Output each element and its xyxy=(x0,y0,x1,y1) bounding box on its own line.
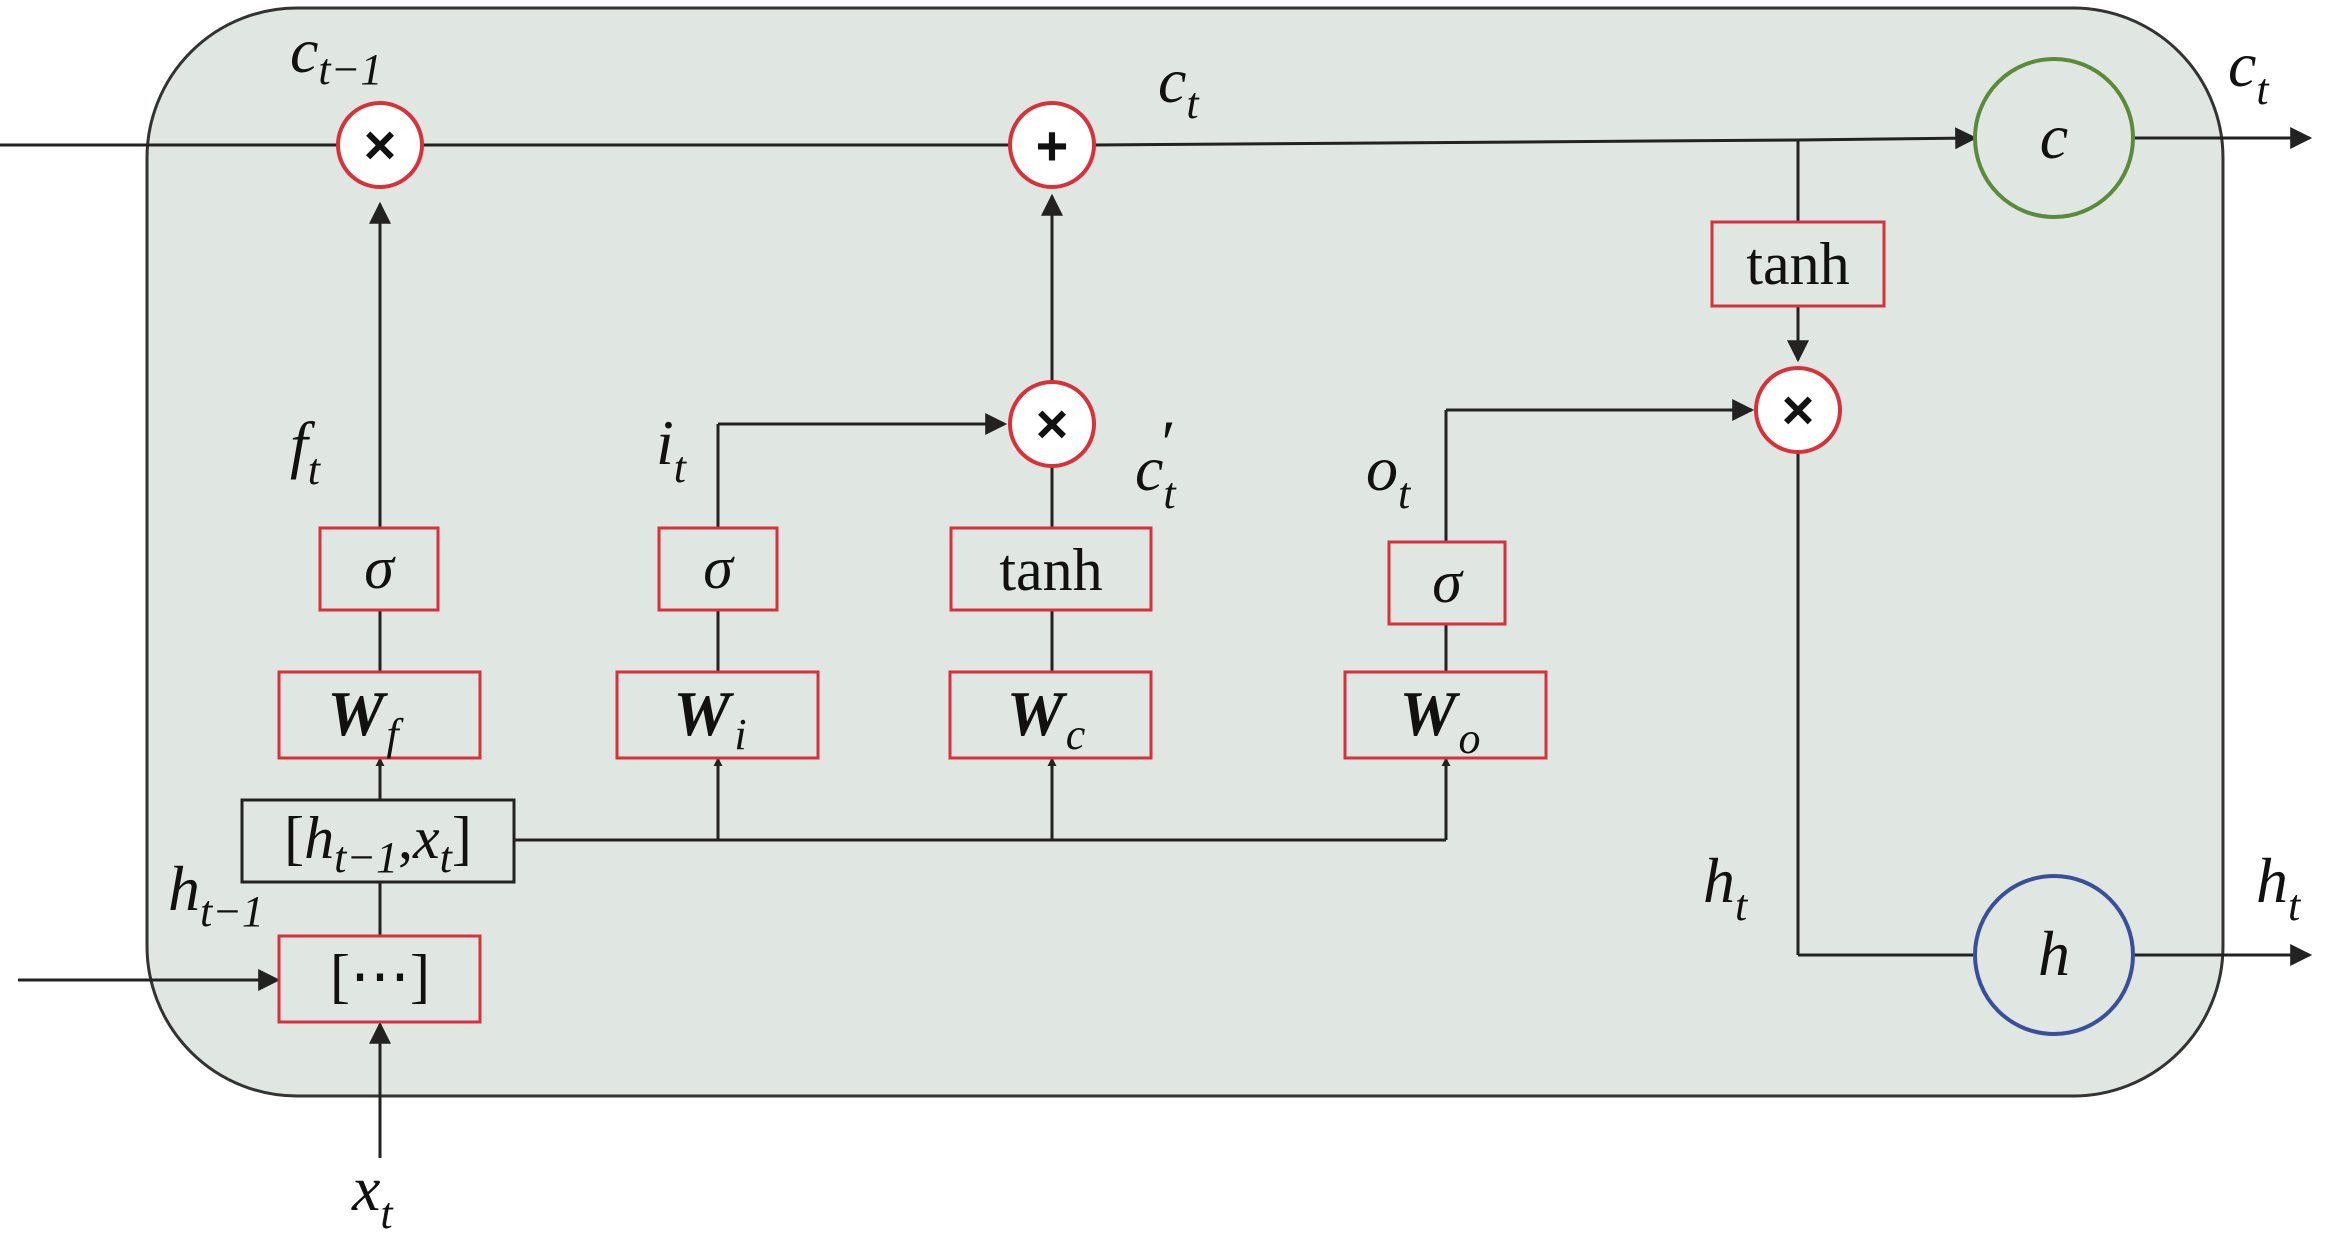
weight-forget-box: Wf xyxy=(277,670,482,760)
weight-input-box: Wi xyxy=(615,670,820,760)
add-icon: + xyxy=(1036,114,1069,177)
lstm-cell-body xyxy=(145,6,2225,1098)
cell-state-node: c xyxy=(1973,57,2135,219)
label-h-t-out: ht xyxy=(2256,845,2302,930)
label-c-t-top: ct xyxy=(1158,45,1200,128)
svg-text:Wi: Wi xyxy=(673,678,746,759)
label-h-t-inner: ht xyxy=(1703,845,1749,930)
svg-text:[ht−1,xt]: [ht−1,xt] xyxy=(284,805,472,882)
tanh-candidate-box: tanh xyxy=(949,526,1153,612)
svg-text:Wc: Wc xyxy=(1007,678,1086,759)
concat-state-box: [ht−1,xt] xyxy=(240,798,516,884)
weight-output-box: Wo xyxy=(1343,670,1548,763)
multiply-icon: × xyxy=(364,113,397,176)
svg-text:h: h xyxy=(2038,918,2070,989)
label-c-t-prime: ct′ xyxy=(1135,407,1177,518)
sigma-output-box: σ xyxy=(1387,540,1507,626)
tanh-output-box: tanh xyxy=(1710,220,1886,308)
cell-state-line-2 xyxy=(1093,138,1799,147)
svg-text:σ: σ xyxy=(1432,549,1464,615)
svg-text:c: c xyxy=(2040,101,2068,172)
sigma-input-box: σ xyxy=(657,526,779,612)
weight-candidate-box: Wc xyxy=(948,670,1153,760)
svg-text:[⋯]: [⋯] xyxy=(330,943,430,1009)
output-multiply-node: × xyxy=(1754,366,1842,454)
label-i-t: it xyxy=(656,407,688,492)
svg-text:σ: σ xyxy=(703,535,735,601)
multiply-icon: × xyxy=(1036,392,1069,455)
sigma-forget-box: σ xyxy=(318,526,440,612)
svg-text:tanh: tanh xyxy=(1746,231,1849,297)
concat-input-box: [⋯] xyxy=(277,934,482,1024)
cell-state-line-3 xyxy=(1797,127,1978,150)
cell-add-node: + xyxy=(1008,101,1096,189)
forget-multiply-node: × xyxy=(336,101,424,189)
label-x-t: xt xyxy=(351,1153,394,1238)
label-h-prev: ht−1 xyxy=(168,853,264,936)
svg-text:Wo: Wo xyxy=(1400,678,1481,763)
svg-text:σ: σ xyxy=(364,535,396,601)
label-c-prev: ct−1 xyxy=(290,15,382,94)
input-multiply-node: × xyxy=(1008,380,1096,468)
label-o-t: ot xyxy=(1366,433,1412,518)
multiply-icon: × xyxy=(1782,378,1815,441)
hidden-state-node: h xyxy=(1973,874,2135,1036)
label-c-t-out: ct xyxy=(2228,29,2270,114)
svg-text:tanh: tanh xyxy=(999,537,1102,603)
